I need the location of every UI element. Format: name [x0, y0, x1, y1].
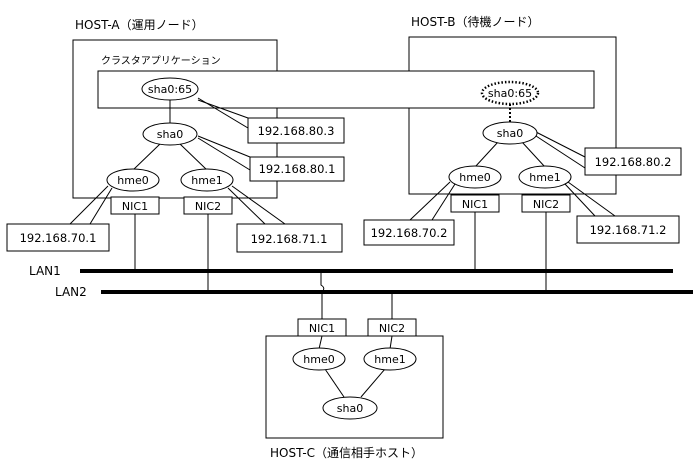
b-sha-node [482, 121, 538, 145]
a-nic1-label: NIC1 [122, 200, 148, 213]
b-hme0-callout [409, 181, 451, 221]
a-hme1-label: hme1 [191, 174, 222, 187]
host-c: HOST-C（通信相手ホスト） [265, 335, 444, 460]
a-sha-callout [197, 137, 251, 171]
c-hme1-label: hme1 [374, 353, 405, 366]
host-b-box [408, 36, 617, 195]
host-c-box [265, 335, 444, 439]
c-hme0-label: hme0 [303, 353, 334, 366]
b-nic1-label: NIC1 [462, 198, 488, 211]
host-c-title: HOST-C（通信相手ホスト） [270, 446, 423, 460]
a-hme0-label: hme0 [117, 174, 148, 187]
c-sha-node [322, 396, 378, 420]
b-hme0-callout-2 [431, 183, 456, 221]
a-sha-node [142, 122, 198, 146]
b-hme0-address: 192.168.70.2 [371, 226, 448, 240]
c-hme1-to-sha-link [360, 368, 386, 398]
c-nic1-drop [320, 271, 325, 319]
b-sha-address: 192.168.80.2 [595, 155, 672, 169]
b-sha-callout [535, 131, 586, 158]
a-nic2-label: NIC2 [195, 200, 221, 213]
b-sha-to-hme0-link [474, 141, 499, 168]
a-hme1-node [180, 168, 234, 192]
c-hme0-node [292, 347, 346, 371]
b-sha-address-box [584, 147, 682, 176]
a-sha-callout-2 [197, 135, 251, 158]
cluster-application-label: クラスタアプリケーション [101, 55, 221, 67]
b-hme0-node [448, 165, 502, 189]
c-nic2-to-hme1-link [389, 335, 393, 350]
b-sha-callout-2 [535, 135, 586, 169]
a-sha-to-hme1-link [179, 143, 208, 171]
a-hme1-address: 192.168.71.1 [251, 232, 328, 246]
host-b-title: HOST-B（待機ノード） [411, 14, 539, 29]
host-b: HOST-B（待機ノード） [408, 14, 617, 195]
a-hme1-address-box [236, 223, 343, 253]
b-hme1-callout-2 [564, 183, 596, 217]
lan1-label: LAN1 [29, 264, 61, 278]
lan2-label: LAN2 [55, 285, 87, 299]
a-sha-address: 192.168.80.1 [259, 162, 336, 176]
a-hme0-callout-2 [89, 187, 113, 225]
c-nic1-to-hme0-link [318, 335, 323, 350]
a-virtual-address-box [247, 117, 345, 144]
a-hme0-address: 192.168.70.1 [20, 231, 97, 245]
b-sha-virtual-node [480, 80, 540, 106]
c-nic1-label: NIC1 [309, 322, 335, 335]
a-sha-virtual-label: sha0:65 [148, 83, 192, 96]
b-sha-virtual-label: sha0:65 [488, 87, 532, 100]
a-sha-address-box [249, 156, 345, 182]
b-hme0-label: hme0 [459, 171, 490, 184]
a-virtual-address: 192.168.80.3 [258, 124, 335, 138]
c-hme0-to-sha-link [324, 368, 345, 398]
c-nic2-label: NIC2 [379, 322, 405, 335]
a-sha-virtual-node [141, 77, 199, 101]
b-nic2-label: NIC2 [533, 198, 559, 211]
a-virtual-callout-2 [197, 99, 249, 119]
b-hme1-node [518, 165, 572, 189]
c-hme1-node [363, 347, 417, 371]
b-hme1-label: hme1 [529, 171, 560, 184]
a-sha-label: sha0 [157, 128, 183, 141]
a-hme0-address-box [6, 223, 110, 252]
a-sha-to-hme0-link [132, 143, 161, 171]
b-hme1-address: 192.168.71.2 [590, 223, 667, 237]
a-hme0-callout [69, 185, 109, 225]
b-sha-to-hme1-link [521, 141, 546, 168]
a-hme0-node [106, 168, 160, 192]
host-a-title: HOST-A（運用ノード） [75, 18, 204, 32]
b-hme0-address-box [363, 219, 455, 246]
b-hme1-address-box [576, 215, 680, 244]
c-sha-label: sha0 [337, 402, 363, 415]
b-hme1-callout [567, 181, 616, 217]
a-hme1-callout [231, 185, 286, 225]
a-hme1-callout-2 [227, 187, 266, 225]
b-sha-label: sha0 [497, 127, 523, 140]
